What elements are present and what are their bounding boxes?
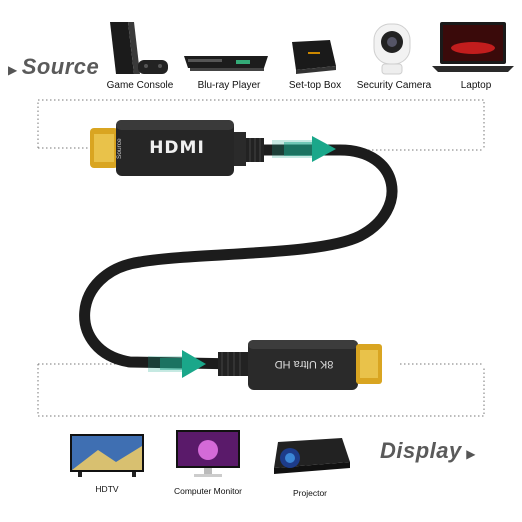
laptop-icon [432,20,516,78]
source-device-label: Laptop [460,80,492,91]
source-label: Source [21,54,100,79]
source-device-label: Game Console [106,80,174,91]
play-triangle-icon: ▶ [8,63,18,77]
display-device-label: Projector [292,488,327,498]
bluray-player-icon [180,48,272,76]
source-flow-arrow [272,136,336,162]
security-camera-icon [368,20,416,78]
display-header: Display ▶ [380,438,475,464]
source-device-label: Security Camera [356,80,432,91]
source-device-label: Blu-ray Player [197,80,261,91]
game-console-icon [104,18,178,78]
display-device-label: HDTV [95,484,119,494]
hdmi-logo-text: HDMI [149,138,205,158]
source-dotted-guide [37,99,485,150]
display-device-label: Computer Monitor [173,486,243,496]
display-end-text: 8K Ultra HD [274,358,334,370]
settop-box-icon [284,36,340,76]
computer-monitor-icon [174,428,242,480]
display-connector [218,340,382,390]
play-triangle-icon: ▶ [466,447,476,461]
display-flow-arrow [148,350,206,378]
source-device-label: Set-top Box [288,80,342,91]
source-connector [90,120,264,176]
hdtv-icon [68,432,146,478]
source-header: ▶ Source [8,54,99,80]
source-end-text: Source [116,138,123,159]
cable-body [79,144,398,370]
projector-icon [268,432,352,478]
display-label: Display [380,438,462,463]
